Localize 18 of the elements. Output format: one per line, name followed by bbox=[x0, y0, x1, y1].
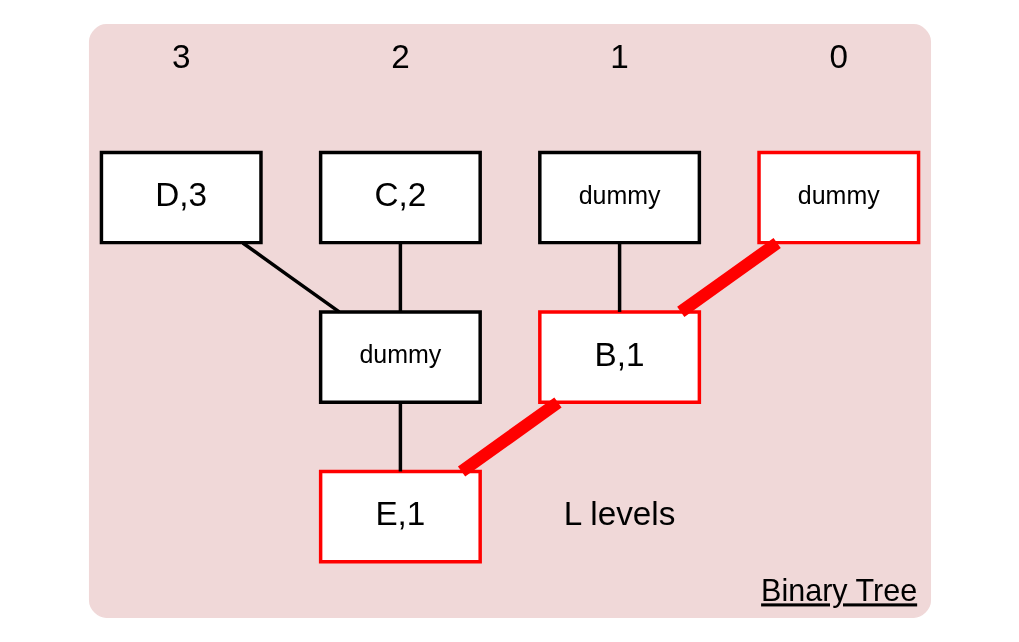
node-box: dummy bbox=[318, 310, 482, 404]
connector bbox=[398, 243, 402, 312]
label: 3 bbox=[171, 38, 190, 76]
node-box: D,3 bbox=[99, 150, 263, 245]
connector bbox=[457, 397, 562, 477]
label: 1 bbox=[609, 38, 629, 76]
node-box: dummy bbox=[756, 150, 920, 245]
node-box: C,2 bbox=[318, 150, 482, 245]
node-box: B,1 bbox=[537, 310, 701, 404]
node-box: dummy bbox=[537, 150, 701, 245]
connector bbox=[398, 402, 402, 472]
label: 2 bbox=[390, 38, 410, 76]
label: 0 bbox=[829, 38, 848, 76]
label: L levels bbox=[563, 495, 675, 533]
connector bbox=[241, 241, 340, 314]
node-box: E,1 bbox=[318, 469, 482, 564]
connector bbox=[676, 237, 781, 317]
connector bbox=[617, 243, 621, 312]
